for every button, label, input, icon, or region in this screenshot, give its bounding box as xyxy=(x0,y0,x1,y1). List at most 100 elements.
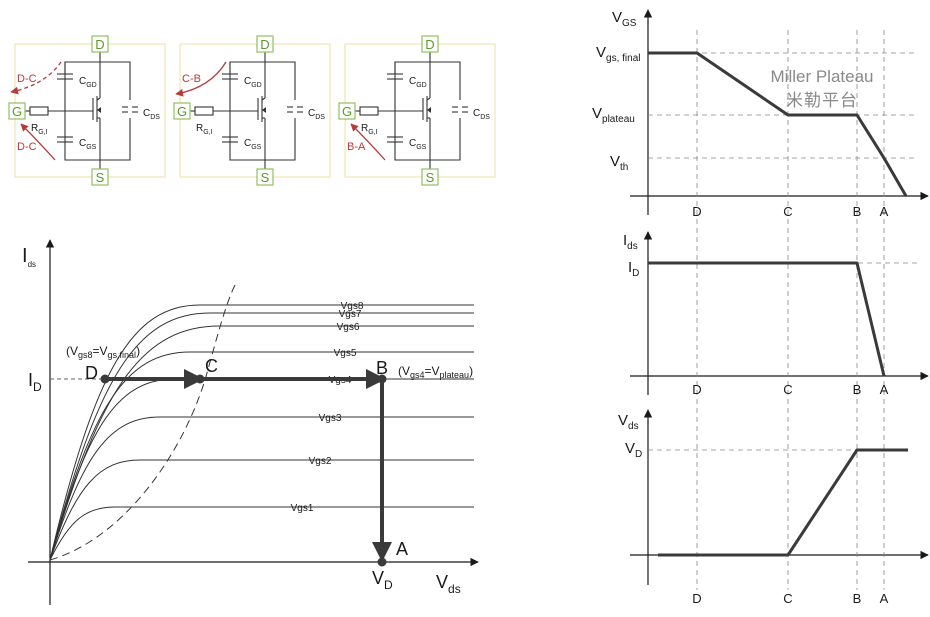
body-arrow xyxy=(262,107,266,113)
point-c-label: C xyxy=(205,356,218,376)
source-terminal: S xyxy=(91,168,109,186)
vds-tick-a: A xyxy=(880,591,889,606)
ids-tick-a: A xyxy=(880,382,889,397)
source-terminal-label: S xyxy=(426,170,435,185)
point-a-dot xyxy=(377,557,387,567)
output-characteristic-chart: Ids Vds ID VD Vgs8Vgs7Vgs6Vgs5Vgs4Vgs3Vg… xyxy=(22,239,479,605)
cgd-label: CGD xyxy=(244,76,262,89)
gate-resistor xyxy=(29,106,49,116)
cds-label: CDS xyxy=(308,108,325,121)
vgs-curve xyxy=(49,416,474,561)
gate-terminal-box xyxy=(173,102,191,120)
body-arrow xyxy=(427,107,431,113)
point-b-dot xyxy=(377,374,387,384)
id-level-label: ID xyxy=(28,370,42,394)
cgs-label: CGS xyxy=(79,138,97,151)
point-a-label: A xyxy=(396,539,408,559)
vgs-curve-label: Vgs5 xyxy=(334,348,357,359)
vds-y-label: Vds xyxy=(618,412,639,432)
miller-plateau-label: Miller Plateau xyxy=(771,67,874,86)
point-d-dot xyxy=(100,374,110,384)
vgs-curve-label: Vgs8 xyxy=(341,301,364,312)
vgs-curve xyxy=(49,459,474,561)
vgs-level-threshold: Vth xyxy=(610,153,628,173)
vds-tick-d: D xyxy=(692,591,701,606)
current-arrow-cgd xyxy=(175,61,227,97)
y-axis-label: Ids xyxy=(22,245,36,269)
cds-gap xyxy=(458,100,462,118)
rg-label: RG,I xyxy=(31,123,48,136)
cgd-label: CGD xyxy=(409,76,427,89)
gate-terminal-label: G xyxy=(12,104,22,119)
source-terminal-box xyxy=(91,168,109,186)
vds-trace xyxy=(658,448,908,557)
circuit-panels: DSGCGDCGSCDSRG,ID-CD-CDSGCGDCGSCDSRG,IC-… xyxy=(8,35,496,186)
gate-terminal-box xyxy=(338,102,356,120)
vgs-curve-label: Vgs1 xyxy=(291,503,314,514)
ids-tick-c: C xyxy=(783,382,792,397)
gate-terminal-label: G xyxy=(342,104,352,119)
gate-terminal-box xyxy=(8,102,26,120)
vgs-tick-b: B xyxy=(853,204,862,219)
source-terminal-box xyxy=(256,168,274,186)
vd-level-label: VD xyxy=(372,568,393,592)
drain-terminal: D xyxy=(91,35,109,53)
source-terminal-label: S xyxy=(96,170,105,185)
ds-branch-wire xyxy=(265,61,296,161)
drain-stub xyxy=(96,97,101,101)
ds-branch-wire xyxy=(430,61,461,161)
gate-resistor xyxy=(194,106,214,116)
vgs-curve-label: Vgs2 xyxy=(309,456,332,467)
drain-terminal-box xyxy=(91,35,109,53)
vgs-curve-label: Vgs3 xyxy=(319,413,342,424)
drain-terminal: D xyxy=(256,35,274,53)
phase-label-bottom: D-C xyxy=(17,141,37,153)
cds-gap xyxy=(293,100,297,118)
vgs-waveform-chart: VGS Vgs, final Vplateau Vth Miller Plate… xyxy=(592,9,929,215)
annotation-vgs4: (Vgs4=Vplateau) xyxy=(398,364,473,380)
vgs-curve xyxy=(49,312,474,561)
x-axis-label: Vds xyxy=(436,572,461,596)
source-terminal-box xyxy=(421,168,439,186)
vgs-tick-c: C xyxy=(783,204,792,219)
vds-tick-c: C xyxy=(783,591,792,606)
gate-resistor xyxy=(359,106,379,116)
vgs-tick-d: D xyxy=(692,204,701,219)
point-b-label: B xyxy=(376,358,388,378)
current-arrow-cgs xyxy=(350,123,386,161)
ids-level-label: ID xyxy=(628,259,639,279)
vds-waveform-chart: Vds VD xyxy=(618,409,929,585)
cds-gap xyxy=(128,100,132,118)
vds-level-label: VD xyxy=(625,440,642,460)
phase-label-bottom: B-A xyxy=(347,141,366,153)
source-terminal: S xyxy=(421,168,439,186)
rg-label: RG,I xyxy=(196,123,213,136)
miller-plateau-label-cn: 米勒平台 xyxy=(786,91,858,110)
drain-terminal-label: D xyxy=(425,37,434,52)
current-arrow-cgs xyxy=(20,123,56,161)
current-arrow-cgd xyxy=(10,61,62,95)
drain-terminal-box xyxy=(256,35,274,53)
drain-terminal-box xyxy=(421,35,439,53)
point-c-dot xyxy=(195,374,205,384)
vgs-curve xyxy=(49,325,474,561)
drain-stub xyxy=(426,97,431,101)
vgs-curve xyxy=(49,506,474,561)
ids-waveform-chart: Ids ID xyxy=(623,231,929,395)
vgs-trace xyxy=(648,51,908,197)
vgs-curve-label: Vgs6 xyxy=(337,322,360,333)
vgs-curve xyxy=(49,378,474,561)
body-arrow xyxy=(97,107,101,113)
source-terminal: S xyxy=(256,168,274,186)
ids-tick-b: B xyxy=(853,382,862,397)
drain-terminal-label: D xyxy=(260,37,269,52)
vgs-curve-label: Vgs7 xyxy=(339,309,362,320)
ids-tick-d: D xyxy=(692,382,701,397)
vds-tick-b: B xyxy=(853,591,862,606)
gate-terminal: G xyxy=(173,102,191,120)
